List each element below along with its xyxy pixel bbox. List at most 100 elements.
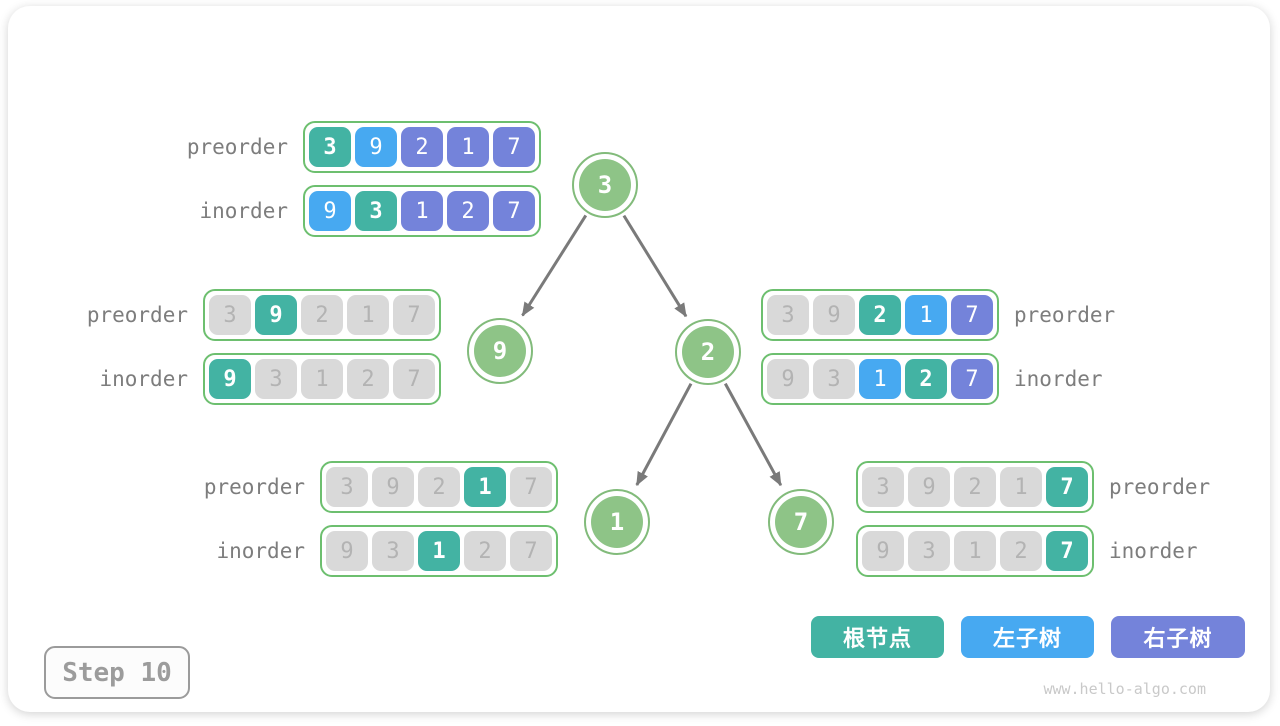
array-cell: 1 — [301, 359, 343, 399]
array-cell: 1 — [1000, 467, 1042, 507]
array-cell: 9 — [372, 467, 414, 507]
tree-node-3: 3 — [572, 152, 638, 218]
tree-node-value: 2 — [682, 326, 734, 378]
array-cell: 9 — [255, 295, 297, 335]
array-cell: 1 — [401, 191, 443, 231]
array-cell: 9 — [355, 127, 397, 167]
array-cell: 3 — [372, 531, 414, 571]
tree-node-value: 7 — [775, 496, 827, 548]
array-cell: 3 — [326, 467, 368, 507]
array-cell: 2 — [301, 295, 343, 335]
array-cell: 3 — [813, 359, 855, 399]
array-cell: 2 — [954, 467, 996, 507]
legend-chip-teal: 根节点 — [811, 616, 944, 658]
preorder-label: preorder — [186, 134, 288, 159]
preorder-label: preorder — [203, 474, 305, 499]
array-cell: 7 — [393, 359, 435, 399]
array-cell: 3 — [209, 295, 251, 335]
array-cell: 9 — [908, 467, 950, 507]
inorder-label: inorder — [199, 198, 288, 223]
array-cell: 7 — [1046, 467, 1088, 507]
array-cell: 1 — [859, 359, 901, 399]
array-cell: 1 — [905, 295, 947, 335]
array-cell: 7 — [1046, 531, 1088, 571]
array-cell: 1 — [464, 467, 506, 507]
tree-node-7: 7 — [768, 489, 834, 555]
preorder-label: preorder — [1109, 474, 1211, 499]
array-cell: 2 — [347, 359, 389, 399]
array-cell: 7 — [393, 295, 435, 335]
array-cell: 1 — [418, 531, 460, 571]
array-cell: 3 — [862, 467, 904, 507]
inorder-label: inorder — [216, 538, 305, 563]
array-cell: 9 — [326, 531, 368, 571]
array-cell: 3 — [255, 359, 297, 399]
array-cell: 9 — [767, 359, 809, 399]
legend-layer: 根节点左子树右子树 — [8, 6, 1270, 712]
step-badge-label: Step 10 — [62, 657, 172, 688]
legend-chip-blue: 左子树 — [961, 616, 1094, 658]
array-cell: 7 — [951, 359, 993, 399]
array-cell: 9 — [309, 191, 351, 231]
array-cell: 2 — [401, 127, 443, 167]
array-cell: 2 — [464, 531, 506, 571]
array-cell: 7 — [510, 467, 552, 507]
array-cell: 1 — [447, 127, 489, 167]
tree-node-2: 2 — [675, 319, 741, 385]
array-cell: 2 — [1000, 531, 1042, 571]
tree-node-value: 1 — [591, 496, 643, 548]
tree-node-value: 9 — [474, 325, 526, 377]
tree-node-1: 1 — [584, 489, 650, 555]
array-cell: 7 — [493, 191, 535, 231]
array-cell: 2 — [418, 467, 460, 507]
array-cell: 3 — [309, 127, 351, 167]
step-badge: Step 10 — [44, 646, 190, 699]
array-cell: 7 — [493, 127, 535, 167]
array-cell: 7 — [510, 531, 552, 571]
watermark: www.hello-algo.com — [1043, 680, 1206, 698]
array-cell: 1 — [347, 295, 389, 335]
array-cell: 3 — [355, 191, 397, 231]
legend-chip-purple: 右子树 — [1111, 616, 1245, 658]
array-cell: 3 — [908, 531, 950, 571]
preorder-label: preorder — [86, 302, 188, 327]
array-cell: 2 — [447, 191, 489, 231]
array-cell: 2 — [905, 359, 947, 399]
array-cell: 7 — [951, 295, 993, 335]
tree-node-9: 9 — [467, 318, 533, 384]
array-cell: 9 — [862, 531, 904, 571]
array-cell: 2 — [859, 295, 901, 335]
inorder-label: inorder — [1109, 538, 1198, 563]
array-cell: 3 — [767, 295, 809, 335]
inorder-label: inorder — [1014, 366, 1103, 391]
array-cell: 1 — [954, 531, 996, 571]
array-cell: 9 — [209, 359, 251, 399]
